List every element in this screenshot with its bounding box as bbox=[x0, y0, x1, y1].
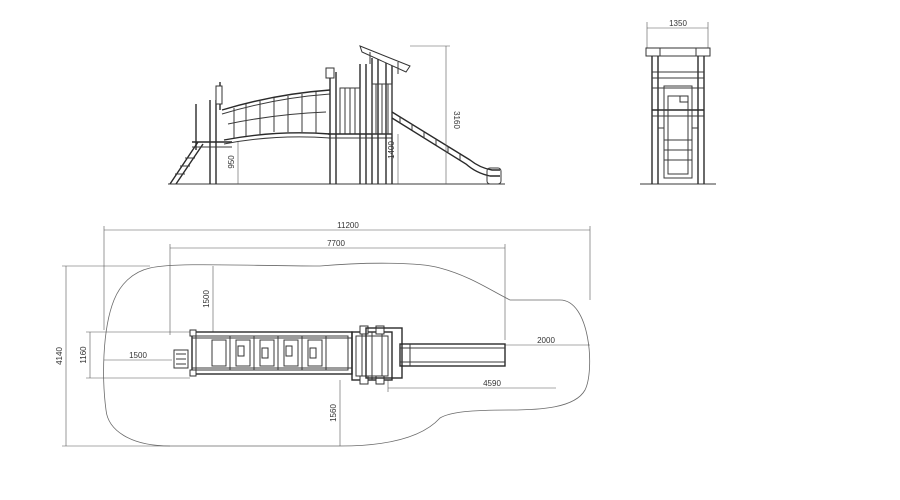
front-elevation-view: 1350 bbox=[640, 19, 716, 185]
dim-plan-top-clearance: 1500 bbox=[202, 290, 211, 308]
dim-side-height: 3160 bbox=[452, 111, 461, 129]
dim-plan-overall-width: 4140 bbox=[55, 347, 64, 365]
dim-plan-structure-length: 7700 bbox=[327, 239, 345, 248]
side-elevation-view: 3160 1400 950 bbox=[168, 45, 505, 185]
dim-side-low-platform: 950 bbox=[227, 155, 236, 169]
dim-plan-slide-length: 4590 bbox=[483, 379, 501, 388]
dim-side-platform: 1400 bbox=[387, 141, 396, 159]
dim-plan-structure-width: 1160 bbox=[79, 346, 88, 364]
dim-plan-slide-runout: 2000 bbox=[537, 336, 555, 345]
plan-view: 11200 7700 1500 4140 1160 1500 1560 2000… bbox=[55, 221, 591, 447]
dim-plan-bottom-clearance: 1560 bbox=[329, 404, 338, 422]
dim-plan-overall-length: 11200 bbox=[337, 221, 359, 230]
bridge-segments bbox=[211, 336, 327, 370]
dim-front-width: 1350 bbox=[669, 19, 687, 28]
dim-plan-left-clearance: 1500 bbox=[129, 351, 147, 360]
